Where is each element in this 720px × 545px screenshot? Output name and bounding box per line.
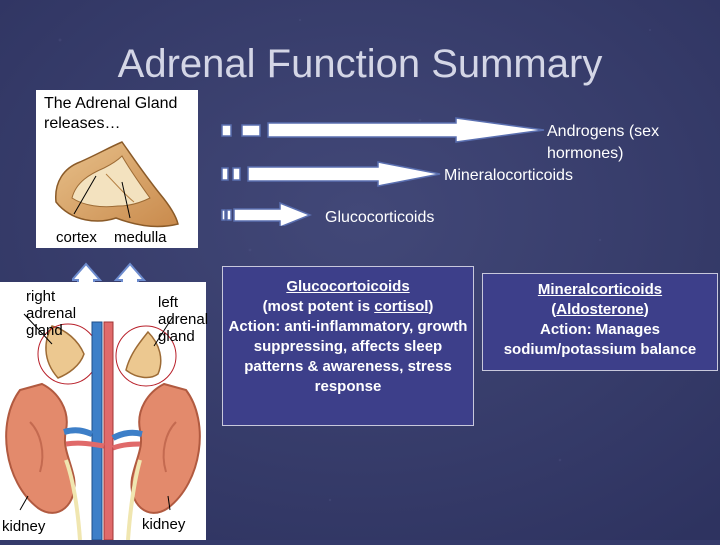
- page-title: Adrenal Function Summary: [117, 42, 603, 86]
- adrenal-gland-panel: cortex medulla The Adrenal Gland release…: [36, 90, 198, 248]
- right-kidney-label: kidney: [142, 516, 186, 533]
- androgens-arrow-icon: [267, 117, 545, 143]
- mineralocorticoid-heading: Mineralcorticoids: [537, 281, 663, 298]
- glucocorticoid-info-box: Glucocortoicoids (most potent is cortiso…: [222, 266, 474, 426]
- gland-panel-text: The Adrenal Gland releases…: [44, 95, 178, 132]
- right-adrenal-gland-label: right adrenal gland: [26, 288, 77, 339]
- cortex-label: cortex: [56, 229, 97, 246]
- cortisol-link[interactable]: cortisol: [374, 298, 429, 315]
- aldosterone-link[interactable]: Aldosterone: [556, 301, 644, 318]
- medulla-label: medulla: [114, 229, 167, 246]
- mineralocorticoid-info-box: Mineralcorticoids (Aldosterone) Action: …: [482, 273, 718, 371]
- mineralocorticoid-hormone-line: (Aldosterone): [551, 301, 649, 318]
- kidneys-illustration: [5, 313, 201, 541]
- left-kidney-label: kidney: [2, 518, 46, 535]
- mineralocorticoids-arrow-icon: [247, 161, 441, 187]
- glucocorticoid-action-text: Action: anti-inflammatory, growth suppre…: [228, 318, 468, 395]
- glucocorticoid-potency-line: (most potent is cortisol): [262, 298, 434, 315]
- adrenal-gland-illustration: cortex medulla: [55, 141, 179, 246]
- mineralocorticoid-action-text: Action: Manages sodium/potassium balance: [503, 321, 697, 358]
- androgens-label: Androgens (sex hormones): [547, 123, 660, 162]
- kidneys-panel: right adrenal gland left adrenal gland k…: [0, 282, 209, 541]
- glucocorticoids-arrow-icon: [233, 201, 313, 226]
- hormone-arrows: [221, 117, 545, 226]
- glucocorticoids-label: Glucocorticoids: [325, 209, 435, 226]
- left-adrenal-gland-label: left adrenal gland: [158, 294, 209, 345]
- glucocorticoid-heading: Glucocortoicoids: [286, 278, 410, 295]
- mineralocorticoids-label: Mineralocorticoids: [444, 167, 573, 184]
